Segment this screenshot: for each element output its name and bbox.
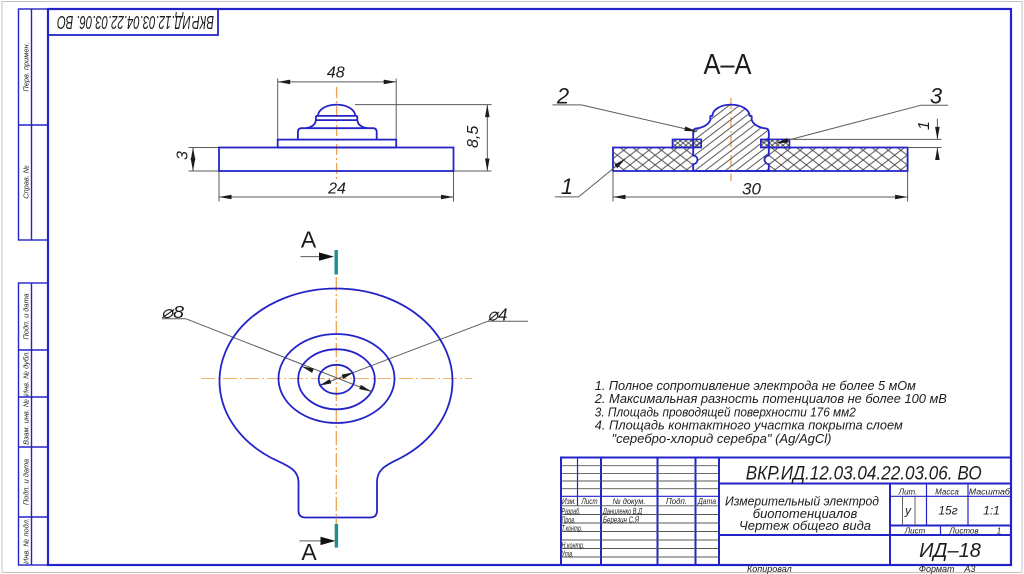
- svg-text:1: 1: [561, 174, 573, 199]
- svg-text:1: 1: [997, 526, 1001, 535]
- svg-text:Лит.: Лит.: [898, 487, 918, 496]
- svg-text:Листов: Листов: [948, 526, 978, 535]
- svg-text:4. Площадь контактного участка: 4. Площадь контактного участка покрыта с…: [595, 418, 903, 433]
- svg-text:1. Полное сопротивление электр: 1. Полное сопротивление электрода не бол…: [595, 378, 916, 393]
- svg-text:ВКР.ИД.12.03.04.22.03.06. ВО: ВКР.ИД.12.03.04.22.03.06. ВО: [57, 12, 214, 32]
- svg-text:Изм.: Изм.: [562, 497, 576, 506]
- svg-text:Масса: Масса: [935, 487, 959, 496]
- svg-text:Взам. инв. №: Взам. инв. №: [22, 399, 31, 445]
- svg-text:Березин С.Я: Березин С.Я: [603, 516, 639, 525]
- svg-text:15г: 15г: [938, 504, 957, 518]
- svg-text:биопотенциалов: биопотенциалов: [753, 506, 858, 521]
- svg-text:Подп.: Подп.: [666, 497, 687, 506]
- svg-text:3: 3: [175, 151, 192, 160]
- svg-text:Справ. №: Справ. №: [22, 165, 31, 199]
- svg-text:Утв.: Утв.: [561, 550, 574, 559]
- svg-text:Инв. № подл.: Инв. № подл.: [22, 518, 31, 564]
- svg-text:3. Площадь проводящей поверхно: 3. Площадь проводящей поверхности 176 мм…: [595, 404, 857, 419]
- svg-text:Чертеж общего вида: Чертеж общего вида: [739, 518, 871, 533]
- svg-text:Лист: Лист: [581, 497, 598, 506]
- svg-text:3: 3: [930, 84, 943, 109]
- svg-text:30: 30: [742, 180, 761, 199]
- svg-text:⌀4: ⌀4: [488, 305, 508, 325]
- svg-text:8,5: 8,5: [465, 126, 482, 148]
- svg-text:Копировал: Копировал: [747, 564, 792, 574]
- svg-text:Н.контр.: Н.контр.: [562, 541, 585, 550]
- svg-text:1: 1: [916, 121, 933, 130]
- svg-text:Пров.: Пров.: [562, 516, 576, 525]
- svg-text:Т.контр.: Т.контр.: [562, 524, 583, 533]
- svg-text:24: 24: [327, 181, 346, 198]
- svg-text:Дата: Дата: [697, 497, 716, 506]
- svg-text:2. Максимальная разность потен: 2. Максимальная разность потенциалов не …: [594, 391, 947, 406]
- svg-text:у: у: [904, 504, 912, 518]
- svg-text:Подп. и дата: Подп. и дата: [22, 293, 31, 339]
- svg-text:"серебро-хлорид серебра" (Ag/A: "серебро-хлорид серебра" (Ag/AgCl): [612, 431, 832, 446]
- svg-text:№ докум.: № докум.: [613, 497, 646, 506]
- svg-text:Масштаб: Масштаб: [969, 487, 1011, 496]
- svg-text:ИД–18: ИД–18: [919, 540, 981, 562]
- svg-text:Даниленко В.Д: Даниленко В.Д: [602, 507, 642, 516]
- svg-text:Подп. и дата: Подп. и дата: [22, 459, 31, 505]
- svg-text:Разраб.: Разраб.: [562, 507, 581, 516]
- svg-text:А–А: А–А: [704, 49, 753, 81]
- svg-text:А: А: [301, 539, 317, 565]
- svg-text:Перв. примен.: Перв. примен.: [22, 42, 31, 91]
- svg-text:А: А: [301, 227, 317, 253]
- svg-text:А3: А3: [963, 564, 975, 574]
- svg-text:Инв. № дубл.: Инв. № дубл.: [22, 351, 31, 396]
- svg-text:ВКР.ИД.12.03.04.22.03.06. ВО: ВКР.ИД.12.03.04.22.03.06. ВО: [746, 463, 982, 485]
- svg-text:2: 2: [556, 84, 569, 109]
- svg-text:Измерительный электрод: Измерительный электрод: [725, 494, 879, 509]
- svg-text:1:1: 1:1: [983, 504, 1000, 518]
- svg-text:Формат: Формат: [919, 564, 955, 574]
- svg-text:48: 48: [327, 65, 345, 82]
- svg-text:⌀8: ⌀8: [161, 302, 184, 322]
- svg-text:Лист: Лист: [904, 526, 926, 535]
